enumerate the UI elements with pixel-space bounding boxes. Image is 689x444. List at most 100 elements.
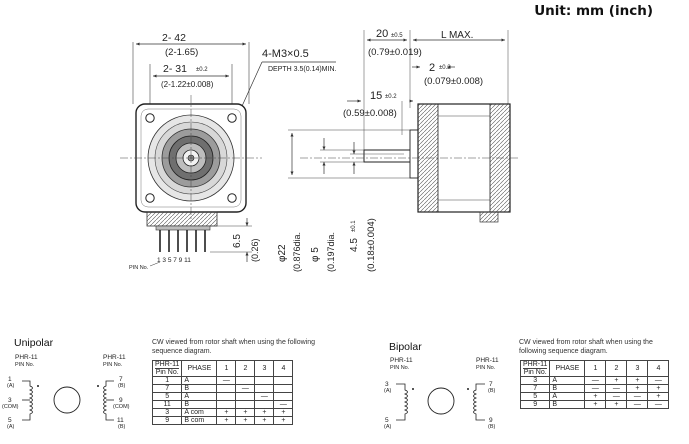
dim-shaft-length-tol: ±0.2 — [385, 94, 397, 100]
unipolar-row5-pin: 3 — [151, 408, 183, 417]
table-row: 9 B com + + + + — [151, 416, 294, 425]
unipolar-row2-step1 — [216, 384, 237, 393]
unipolar-left-pin-1: 1 — [8, 376, 12, 383]
bipolar-right-pin-9: 9 — [489, 417, 493, 424]
unipolar-row5-step3: + — [254, 408, 275, 417]
table-row: 7 B — — + + — [519, 384, 670, 393]
unipolar-pin-no-left: PIN No. — [15, 362, 35, 368]
dim-pilot-depth-inch: (0.079±0.008) — [424, 76, 483, 87]
unipolar-row2-step3 — [254, 384, 275, 393]
dim-pilot-diameter: φ22 — [277, 244, 288, 262]
bipolar-row4-phase: B — [549, 400, 586, 409]
table-row: 5 A — — [151, 392, 294, 401]
table-row: 7 B — — [151, 384, 294, 393]
unipolar-row1-phase: A — [181, 376, 218, 385]
bipolar-head-step-4: 4 — [647, 360, 670, 377]
unipolar-row1-pin: 1 — [151, 376, 183, 385]
unipolar-row4-step3 — [254, 400, 275, 409]
unipolar-left-pin-3-name: (COM) — [2, 404, 19, 410]
unipolar-row3-pin: 5 — [151, 392, 183, 401]
dim-flange-length-tol: ±0.5 — [391, 33, 403, 39]
bipolar-row2-pin: 7 — [519, 384, 551, 393]
bipolar-row2-phase: B — [549, 384, 586, 393]
unipolar-row2-step2: — — [235, 384, 256, 393]
bipolar-row1-step2: + — [605, 376, 628, 385]
bipolar-head-pin: PHR-11 Pin No. — [519, 360, 551, 377]
unipolar-row1-step3 — [254, 376, 275, 385]
unit-label: Unit: mm (inch) — [534, 3, 653, 19]
unipolar-head-step-2: 2 — [235, 360, 256, 377]
unipolar-row3-step3: — — [254, 392, 275, 401]
unipolar-row6-step2: + — [235, 416, 256, 425]
unipolar-right-pin-11-name: (B) — [118, 424, 126, 430]
unipolar-head-step-4: 4 — [273, 360, 294, 377]
bipolar-pin-no-left: PIN No. — [390, 365, 410, 371]
unipolar-row6-step1: + — [216, 416, 237, 425]
pin-numbers: 1 3 5 7 9 11 — [157, 257, 191, 264]
unipolar-row3-step2 — [235, 392, 256, 401]
table-row: 3 A com + + + + — [151, 408, 294, 417]
bipolar-head-step-2: 2 — [605, 360, 628, 377]
dim-shaft-length: 15 — [370, 90, 382, 102]
bipolar-left-pin-5-name: (A) — [384, 424, 392, 430]
table-row: 5 A + — — + — [519, 392, 670, 401]
bipolar-row4-step3: — — [626, 400, 649, 409]
unipolar-right-pin-7: 7 — [119, 376, 123, 383]
dim-flange-length-inch: (0.79±0.019) — [368, 47, 422, 58]
unipolar-wiring: PHR-11 PIN No. PHR-11 PIN No. 1 (A) 3 (C… — [2, 354, 130, 430]
bipolar-note: CW viewed from rotor shaft when using th… — [519, 339, 653, 355]
unipolar-row6-step4: + — [273, 416, 294, 425]
unipolar-right-pin-11: 11 — [117, 417, 124, 424]
bipolar-row3-phase: A — [549, 392, 586, 401]
dim-pin-height: 6.5 — [232, 234, 243, 248]
screw-callout: 4-M3×0.5 — [262, 48, 309, 60]
unipolar-left-pin-5-name: (A) — [7, 424, 15, 430]
bipolar-row1-step1: — — [584, 376, 607, 385]
dim-pilot-depth-tol: ±0.2 — [439, 65, 451, 71]
unipolar-right-pin-9-name: (COM) — [113, 404, 130, 410]
dim-shaft-length-inch: (0.59±0.008) — [343, 108, 397, 119]
unipolar-title: Unipolar — [14, 337, 54, 349]
unipolar-head-pin: PHR-11 Pin No. — [151, 360, 183, 377]
dim-hole-pitch-tol: ±0.2 — [196, 67, 208, 73]
bipolar-row1-step3: + — [626, 376, 649, 385]
dim-width-inch: (2-1.65) — [165, 47, 198, 58]
bipolar-right-pin-7: 7 — [489, 381, 493, 388]
bipolar-sequence-table: PHR-11 Pin No. PHASE 1 2 3 4 3 A — + + —… — [519, 360, 670, 409]
bipolar-left-pin-5: 5 — [385, 417, 389, 424]
unipolar-pin-no-right: PIN No. — [103, 362, 123, 368]
unipolar-left-pin-1-name: (A) — [7, 383, 15, 389]
bipolar-pin-no-right: PIN No. — [476, 365, 496, 371]
bipolar-row2-step3: + — [626, 384, 649, 393]
bipolar-wiring: PHR-11 PIN No. PHR-11 PIN No. 3 (A) 5 (A… — [384, 357, 499, 430]
unipolar-row4-pin: 11 — [151, 400, 183, 409]
unipolar-row2-step4 — [273, 384, 294, 393]
unipolar-note: CW viewed from rotor shaft when using th… — [152, 339, 316, 355]
bipolar-row1-step4: — — [647, 376, 670, 385]
dim-flat: 4.5 — [349, 238, 360, 252]
unipolar-right-pin-7-name: (B) — [118, 383, 126, 389]
unipolar-row6-phase: B com — [181, 416, 218, 425]
dim-flat-tol: ±0.1 — [351, 220, 357, 232]
table-row: 9 B + + — — — [519, 400, 670, 409]
bipolar-row3-step4: + — [647, 392, 670, 401]
bipolar-row3-pin: 5 — [519, 392, 551, 401]
unipolar-row2-pin: 7 — [151, 384, 183, 393]
unipolar-row3-step1 — [216, 392, 237, 401]
front-view: 2- 42 (2-1.65) 2- 31 ±0.2 (2-1.22±0.008)… — [120, 32, 337, 271]
unipolar-left-pin-5: 5 — [8, 417, 12, 424]
bipolar-row4-step4: — — [647, 400, 670, 409]
unipolar-row4-step2 — [235, 400, 256, 409]
table-row: 3 A — + + — — [519, 376, 670, 385]
bipolar-connector-right: PHR-11 — [476, 357, 499, 364]
bipolar-row3-step1: + — [584, 392, 607, 401]
unipolar-connector-right: PHR-11 — [103, 354, 126, 361]
bipolar-row4-pin: 9 — [519, 400, 551, 409]
dim-width: 2- 42 — [162, 32, 186, 44]
dim-flat-inch: (0.18±0.004) — [366, 218, 377, 272]
unipolar-row4-phase: B — [181, 400, 218, 409]
dim-flange-length: 20 — [376, 28, 388, 40]
dim-pilot-diameter-inch: (0.876dia. — [292, 232, 302, 272]
table-row: 1 A — — [151, 376, 294, 385]
unipolar-left-pin-3: 3 — [8, 397, 12, 404]
